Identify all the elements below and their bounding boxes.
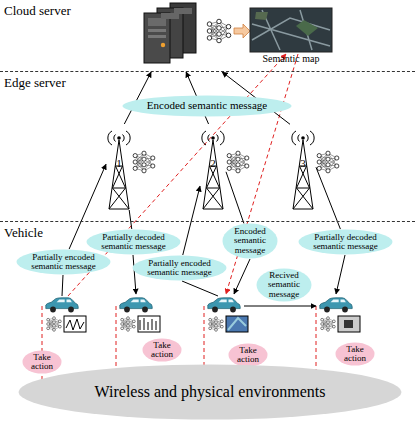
node-label: Vehicle xyxy=(4,226,43,240)
ellipse-fill xyxy=(87,230,181,255)
ellipse-fill xyxy=(229,344,268,367)
action-ellipse: Take action xyxy=(22,350,62,374)
node-label: Encoded semantic message xyxy=(227,227,273,255)
tower-mast xyxy=(293,140,313,209)
node-label: Partially encoded semantic message xyxy=(141,259,219,278)
node-label: Take action xyxy=(232,346,265,365)
tower-mast xyxy=(109,140,129,209)
connector-arrow xyxy=(183,186,200,255)
node-label: Encoded semantic message xyxy=(147,100,267,112)
message-ellipse: Partially decoded semantic message xyxy=(86,229,181,255)
ellipse-fill xyxy=(17,250,111,275)
neural-net-icon xyxy=(317,151,339,173)
node-label: Take action xyxy=(339,345,372,364)
neural-net-icon xyxy=(207,19,231,43)
connector-arrow xyxy=(226,172,244,224)
tier-band: VehiclePartially encoded semantic messag… xyxy=(0,222,415,424)
action-ellipse: Take action xyxy=(142,338,182,362)
tower-mast xyxy=(203,140,223,209)
node-label: Take action xyxy=(26,353,59,372)
node-label: Partially decoded semantic message xyxy=(95,233,173,252)
antenna-tip xyxy=(301,136,305,140)
semantic-map-image xyxy=(250,8,332,52)
sensor-image xyxy=(64,316,360,332)
action-ellipse: Take action xyxy=(228,343,268,367)
node-label: 1 xyxy=(106,158,132,170)
node-label: Recived semantic message xyxy=(261,271,307,299)
base-station: 3 xyxy=(290,124,316,210)
ellipse-fill xyxy=(336,343,375,366)
tier-band: Edge serverEncoded semantic message 1 2 3 xyxy=(0,72,415,222)
environment-ellipse: Wireless and physical environments xyxy=(18,364,402,420)
ellipse-fill xyxy=(23,351,62,374)
node-label: 3 xyxy=(290,158,316,170)
connector-arrow xyxy=(316,167,340,229)
message-ellipse: Partially decoded semantic message xyxy=(298,229,393,255)
ellipse-fill xyxy=(299,230,393,255)
action-ellipse: Take action xyxy=(335,342,375,366)
node-label: 2 xyxy=(200,158,226,170)
antenna-tip xyxy=(211,136,215,140)
neural-net-icon xyxy=(133,151,155,173)
vehicle-icon xyxy=(46,298,352,313)
neural-net-icon xyxy=(227,151,249,173)
node-label: Wireless and physical environments xyxy=(95,384,326,401)
message-ellipse: Recived semantic message xyxy=(256,268,312,302)
base-station: 2 xyxy=(200,124,226,210)
connector-arrow xyxy=(124,72,151,124)
ellipse-fill xyxy=(133,256,227,281)
tier-band: Cloud serverSemantic map xyxy=(0,0,415,72)
neural-net-icon xyxy=(47,317,336,332)
ellipse-fill xyxy=(223,224,278,259)
server-icon xyxy=(144,3,196,63)
message-ellipse: Partially encoded semantic message xyxy=(132,255,227,281)
node-label: Partially encoded semantic message xyxy=(25,253,103,272)
ellipse-fill xyxy=(143,339,182,362)
ellipse-fill xyxy=(19,365,402,420)
ellipse-fill xyxy=(123,96,292,117)
message-ellipse: Partially encoded semantic message xyxy=(16,249,111,275)
message-ellipse: Encoded semantic message xyxy=(122,95,292,117)
antenna-tip xyxy=(117,136,121,140)
base-station: 1 xyxy=(106,124,132,210)
node-label: Cloud server xyxy=(4,4,71,18)
node-label: Semantic map xyxy=(250,54,332,65)
ellipse-fill xyxy=(257,269,312,302)
message-ellipse: Encoded semantic message xyxy=(222,223,278,259)
semantic-map: Semantic map xyxy=(250,8,332,64)
map-arrow xyxy=(234,24,250,38)
node-label: Partially decoded semantic message xyxy=(307,233,385,252)
connector-arrow xyxy=(129,210,132,229)
node-label: Edge server xyxy=(4,76,66,90)
node-label: Take action xyxy=(146,341,179,360)
